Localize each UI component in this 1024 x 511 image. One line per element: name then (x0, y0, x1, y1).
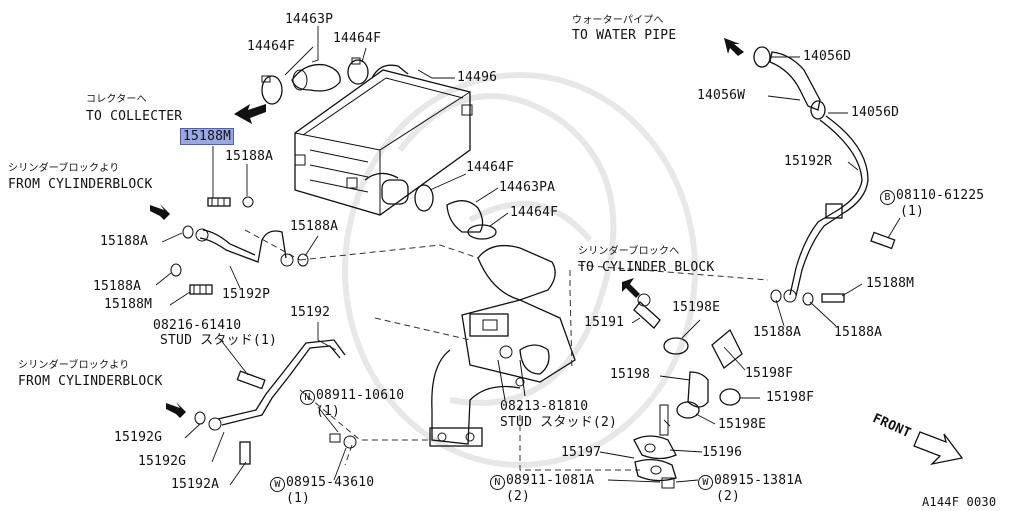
part-15198f-label: 15198F (745, 366, 794, 381)
quantity-label: (2) (506, 489, 531, 504)
leader-lines (155, 26, 901, 486)
highlight-box: 15188M (179, 128, 235, 145)
arrow-icon (234, 104, 266, 124)
clamp-14464f-top (347, 57, 369, 85)
to-block-note: TO CYLINDER BLOCK (578, 260, 715, 275)
pipe-15192 (194, 339, 357, 465)
pipe-15192r (770, 115, 896, 306)
from-block-note: FROM CYLINDERBLOCK (8, 177, 153, 192)
part-14464f-label: 14464F (466, 160, 515, 175)
arrow-icon (166, 402, 186, 418)
part-number: 08110-61225 (896, 188, 985, 203)
part-15188a-label: 15188A (753, 325, 802, 340)
part-15198-label: 15198 (610, 367, 651, 382)
part-15188m-label: 15188M (104, 297, 153, 312)
arrow-icon (622, 278, 640, 298)
front-arrow-icon (913, 431, 964, 466)
part-15197-label: 15197 (561, 445, 602, 460)
quantity-label: (1) (316, 404, 341, 419)
n-symbol: N (300, 390, 315, 405)
stud-1-label: STUD スタッド(1) (160, 333, 278, 348)
to-collecter-note: TO COLLECTER (86, 109, 183, 124)
turbocharger-part (429, 244, 576, 447)
part-08213-label: 08213-81810 (500, 399, 589, 414)
clamp-14464f-left (261, 75, 283, 105)
part-number: 08911-1081A (506, 473, 595, 488)
diagram-code: A144F 0030 (922, 495, 997, 509)
part-14463p-label: 14463P (285, 12, 334, 27)
water-pipe-jp-note: ウォーターパイプへ (572, 15, 664, 26)
arrow-icon (150, 204, 170, 220)
hose-14463p (291, 63, 341, 92)
part-15191-label: 15191 (584, 315, 625, 330)
bolt-15188m-left (189, 196, 254, 295)
part-14056w-label: 14056W (697, 88, 746, 103)
w-symbol: W (698, 475, 713, 490)
part-number: 08911-10610 (316, 388, 405, 403)
quantity-label: (2) (716, 489, 741, 504)
part-15198f-label: 15198F (766, 390, 815, 405)
washers-15188a-left (170, 225, 309, 277)
part-14464f-label: 14464F (510, 205, 559, 220)
part-14056d-label: 14056D (851, 105, 900, 120)
part-15198e-label: 15198E (672, 300, 721, 315)
w-symbol: W (270, 477, 285, 492)
to-block-jp-note: シリンダーブロックへ (578, 246, 680, 257)
part-15192g-label: 15192G (138, 454, 187, 469)
part-15188a-label: 15188A (834, 325, 883, 340)
part-15192p-label: 15192P (222, 287, 271, 302)
part-15198e-label: 15198E (718, 417, 767, 432)
part-15188a-label: 15188A (93, 279, 142, 294)
part-14496-label: 14496 (457, 70, 498, 85)
part-15192-label: 15192 (290, 305, 331, 320)
part-14464f-label: 14464F (247, 39, 296, 54)
part-15188a-label: 15188A (225, 149, 274, 164)
intercooler-part (294, 64, 473, 216)
from-block-jp-note: シリンダーブロックより (8, 163, 120, 174)
part-14463pa-label: 14463PA (499, 180, 556, 195)
part-15188m-highlighted-label[interactable]: 15188M (179, 128, 235, 145)
part-14056d-label: 14056D (803, 49, 852, 64)
quantity-label: (1) (900, 204, 925, 219)
part-15188a-label: 15188A (100, 234, 149, 249)
part-15188m-label: 15188M (866, 276, 915, 291)
to-water-pipe-note: TO WATER PIPE (572, 28, 677, 43)
part-number: 08915-43610 (286, 475, 375, 490)
part-number: 08915-1381A (714, 473, 803, 488)
n-symbol: N (490, 475, 505, 490)
part-15192a-label: 15192A (171, 477, 220, 492)
part-08216-label: 08216-61410 (153, 318, 242, 333)
part-15192r-label: 15192R (784, 154, 833, 169)
from-block-jp-note: シリンダーブロックより (18, 360, 130, 371)
part-14464f-label: 14464F (333, 31, 382, 46)
b-symbol: B (880, 190, 895, 205)
stud-2-label: STUD スタッド(2) (500, 415, 618, 430)
part-15188a-label: 15188A (290, 219, 339, 234)
part-15196-label: 15196 (702, 445, 743, 460)
collecter-jp-note: コレクターへ (86, 94, 147, 105)
from-block-note: FROM CYLINDERBLOCK (18, 374, 163, 389)
arrow-icon (724, 38, 744, 56)
pipe-15192p (195, 228, 294, 267)
part-15192g-label: 15192G (114, 430, 163, 445)
water-fittings (633, 293, 743, 489)
quantity-label: (1) (286, 491, 311, 506)
arrow-icon (150, 38, 744, 418)
hose-14463pa (414, 184, 497, 240)
